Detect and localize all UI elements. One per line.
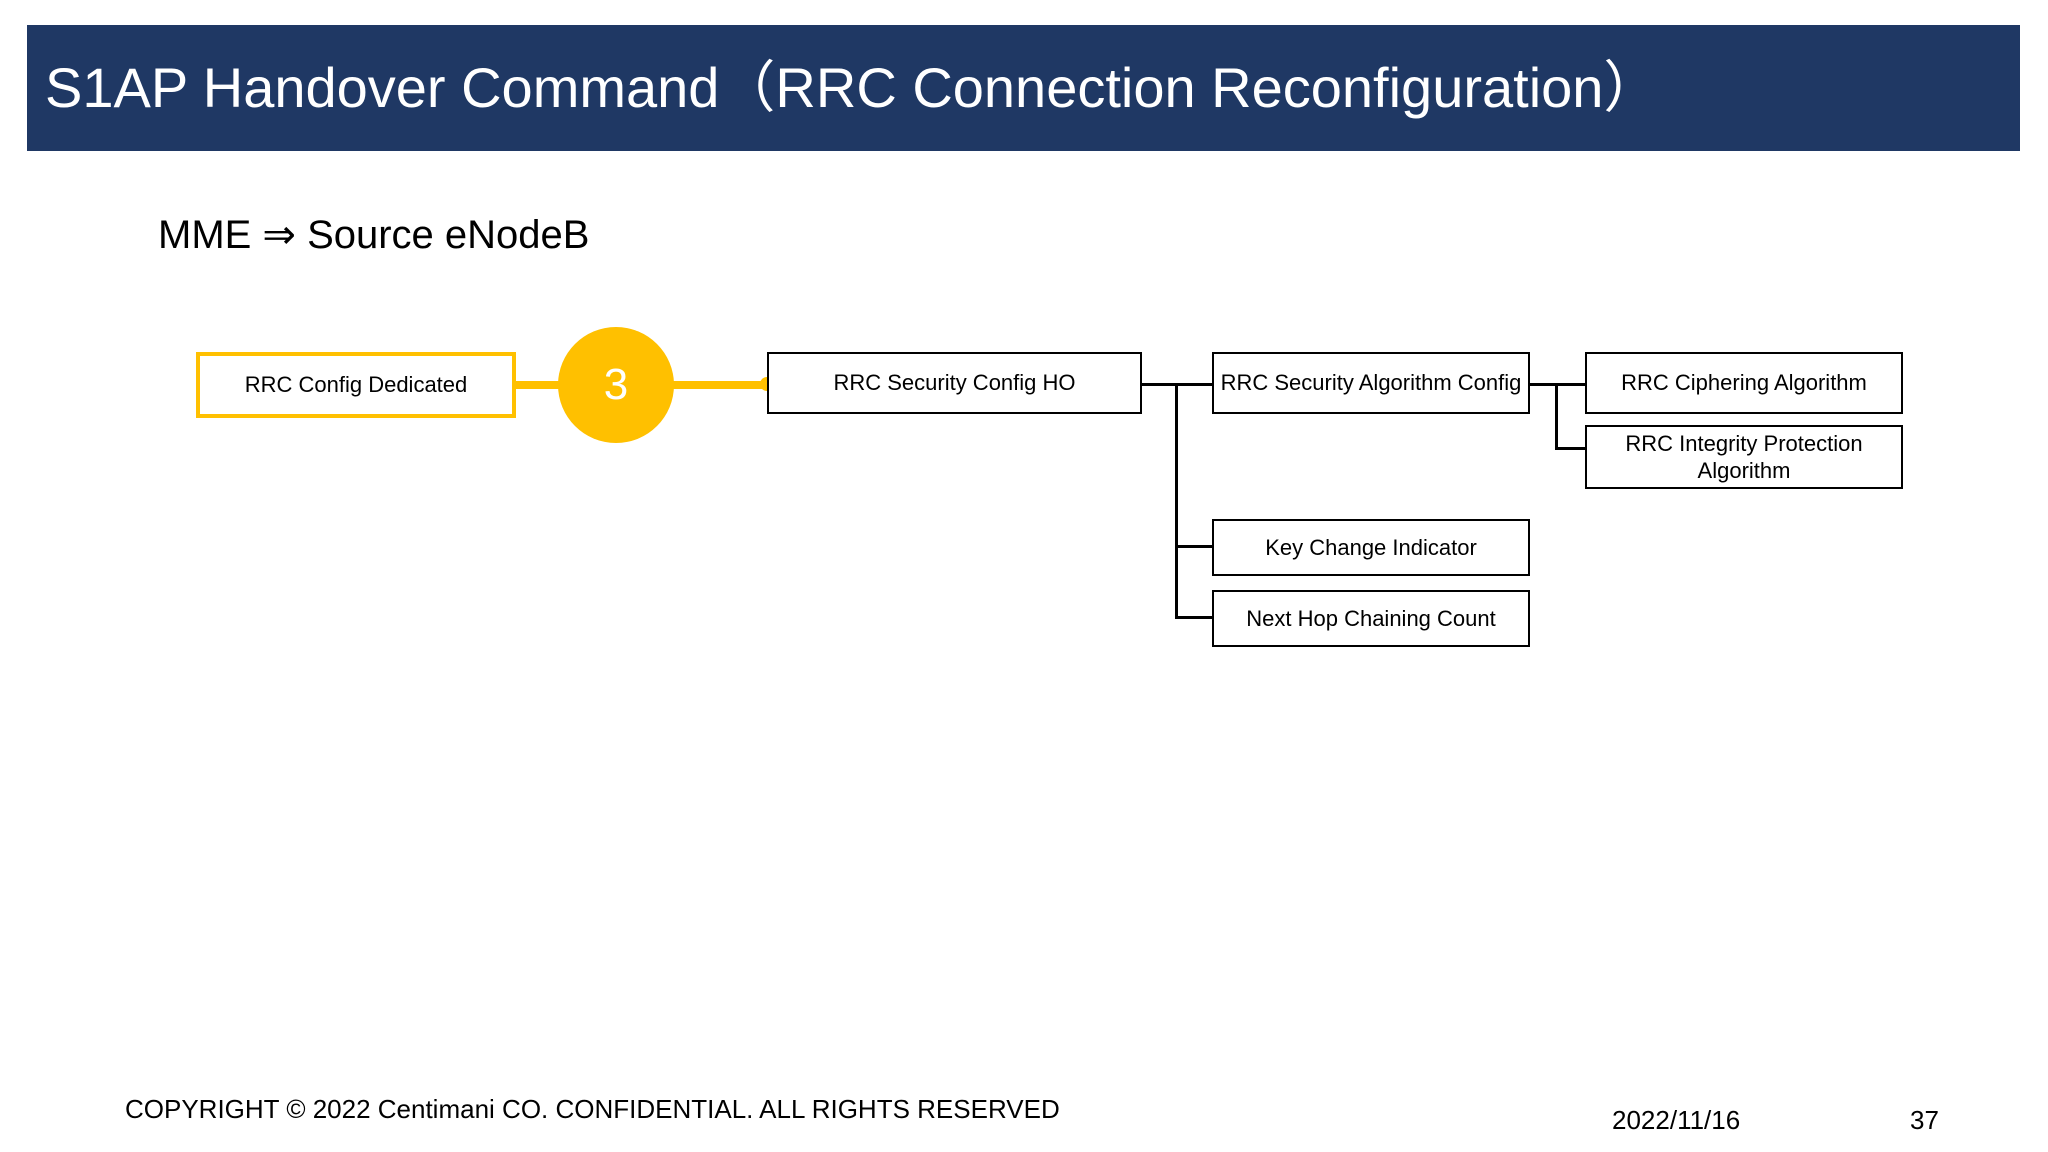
slide-title-bar: S1AP Handover Command（RRC Connection Rec… [27, 25, 2020, 151]
node-rrc-integrity-protection-algorithm[interactable]: RRC Integrity Protection Algorithm [1585, 425, 1903, 489]
connector-stub-to-key-change-indicator [1175, 545, 1213, 548]
footer-page-number: 37 [1910, 1105, 1939, 1135]
connector-spine-security-config [1175, 383, 1178, 619]
node-key-change-indicator[interactable]: Key Change Indicator [1212, 519, 1530, 576]
connector-stub-to-integrity-protection-algorithm [1555, 447, 1587, 450]
connector-badge-to-security-config [671, 381, 769, 389]
footer-date: 2022/11/16 [1612, 1105, 1741, 1135]
connector-dedicated-to-badge [513, 381, 561, 389]
node-rrc-ciphering-algorithm[interactable]: RRC Ciphering Algorithm [1585, 352, 1903, 414]
connector-stub-to-next-hop-chaining-count [1175, 616, 1213, 619]
footer-copyright: COPYRIGHT © 2022 Centimani CO. CONFIDENT… [125, 1094, 1060, 1124]
node-rrc-config-dedicated[interactable]: RRC Config Dedicated [196, 352, 516, 418]
node-rrc-security-algorithm-config[interactable]: RRC Security Algorithm Config [1212, 352, 1530, 414]
slide-subtitle: MME ⇒ Source eNodeB [158, 213, 590, 257]
connector-stub-algorithm-config-out [1528, 383, 1558, 386]
step-badge-3[interactable]: 3 [558, 327, 674, 443]
node-next-hop-chaining-count[interactable]: Next Hop Chaining Count [1212, 590, 1530, 647]
connector-stub-to-algorithm-config [1175, 383, 1213, 386]
node-rrc-security-config-ho[interactable]: RRC Security Config HO [767, 352, 1142, 414]
connector-stub-security-config-out [1142, 383, 1178, 386]
page-title: S1AP Handover Command（RRC Connection Rec… [45, 55, 1660, 119]
connector-stub-to-ciphering-algorithm [1555, 383, 1587, 386]
connector-spine-algorithm-config [1555, 383, 1558, 450]
